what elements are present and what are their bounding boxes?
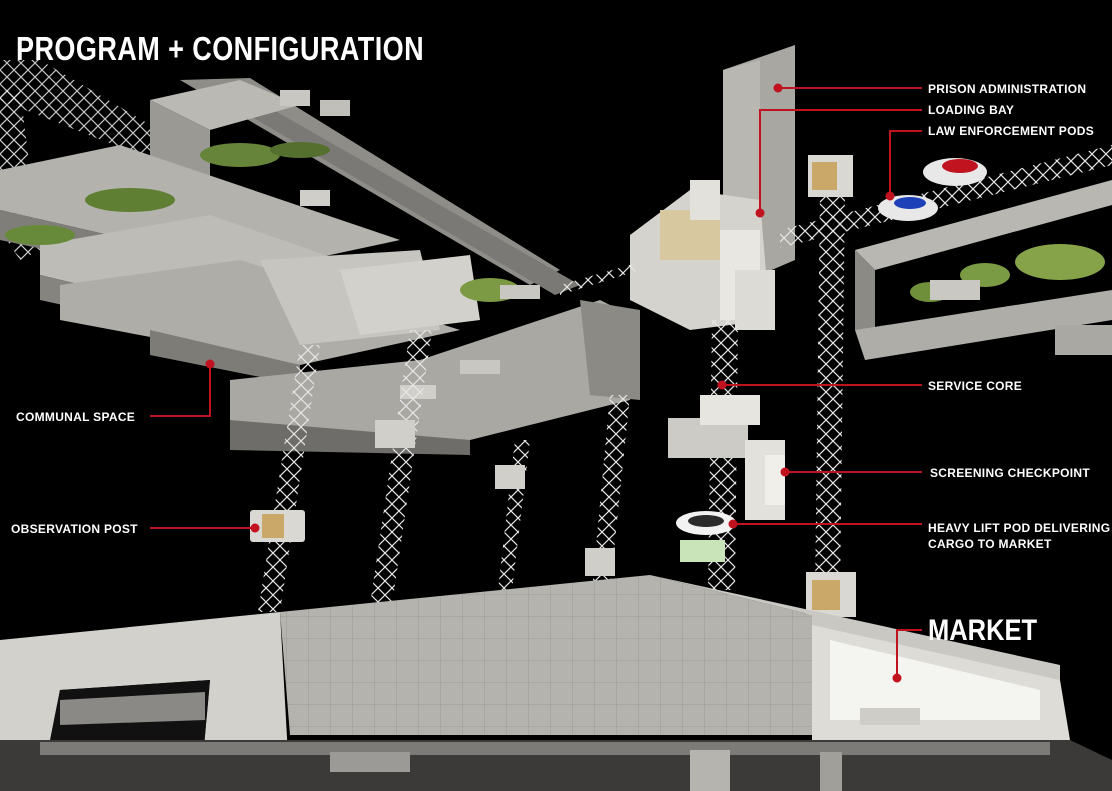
- label-law-enforcement-pods: LAW ENFORCEMENT PODS: [928, 124, 1095, 138]
- label-service-core: SERVICE CORE: [928, 379, 1023, 393]
- support-trusses: [250, 330, 630, 612]
- label-prison-administration: PRISON ADMINISTRATION: [928, 82, 1087, 96]
- leader-loading-bay: [759, 109, 922, 213]
- label-loading-bay: LOADING BAY: [928, 103, 1015, 117]
- right-housing: [855, 180, 1112, 360]
- housing-structure: [0, 60, 640, 455]
- leader-communal-space: [150, 364, 211, 417]
- label-observation-post: OBSERVATION POST: [11, 522, 138, 536]
- label-heavy-lift-line2: CARGO TO MARKET: [928, 537, 1052, 551]
- leader-dots: [205, 83, 902, 683]
- market-base: [0, 575, 1112, 791]
- right-truss: [806, 155, 856, 617]
- leader-law-enforcement: [889, 130, 922, 196]
- label-heavy-lift-line1: HEAVY LIFT POD DELIVERING: [928, 521, 1111, 535]
- label-communal-space: COMMUNAL SPACE: [16, 410, 136, 424]
- label-market: MARKET: [928, 614, 1038, 647]
- label-screening-checkpoint: SCREENING CHECKPOINT: [930, 466, 1091, 480]
- leader-market: [896, 629, 922, 678]
- page-title: PROGRAM + CONFIGURATION: [16, 30, 425, 67]
- leader-lines: [150, 87, 922, 678]
- admin-tower: [630, 45, 795, 590]
- law-enforcement-pods: [878, 158, 987, 221]
- bridge-trusses: [560, 145, 1112, 295]
